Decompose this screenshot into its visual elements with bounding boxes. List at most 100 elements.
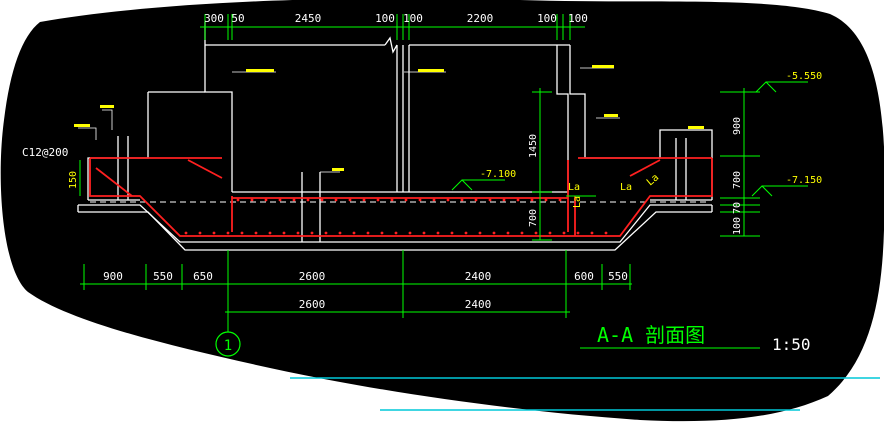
rebar-dot <box>334 198 338 202</box>
dimension-lines <box>79 14 808 349</box>
rebar-dot <box>338 231 342 235</box>
level-text: -7.100 <box>480 169 516 180</box>
rebar-dot <box>520 231 524 235</box>
dim-text: 2450 <box>295 12 322 25</box>
top-dimension-texts: 300 50 2450 100 100 2200 100 100 <box>204 12 588 25</box>
rebar-note: C12@200 <box>22 146 68 159</box>
section-title: A-A 剖面图 <box>597 323 705 347</box>
dim-text: 2200 <box>467 12 494 25</box>
rebar-dot <box>394 231 398 235</box>
rebar-dot <box>390 198 394 202</box>
rebar-dot <box>530 198 534 202</box>
rebar-dot <box>516 198 520 202</box>
rebar-dot <box>548 231 552 235</box>
dim-text: 100 <box>403 12 423 25</box>
structure-outline <box>77 22 713 251</box>
rebar-dots <box>184 198 608 235</box>
rebar-dot <box>226 231 230 235</box>
bottom-dimension-texts-row1: 900 550 650 2600 2400 600 550 <box>103 270 628 283</box>
rebar-dot <box>324 231 328 235</box>
rebar-dot <box>292 198 296 202</box>
rebar-dot <box>492 231 496 235</box>
rebar-dot <box>236 198 240 202</box>
inner-dimension-texts: 1450 700 <box>528 134 539 227</box>
section-scale: 1:50 <box>772 335 811 354</box>
rebar-dot <box>198 231 202 235</box>
dim-text: 700 <box>528 209 539 227</box>
rebar-dot <box>212 231 216 235</box>
grid-bubble-circle <box>215 331 241 357</box>
rebar-dot <box>506 231 510 235</box>
callout-marks <box>74 65 704 171</box>
rebar-dot <box>464 231 468 235</box>
rebar-dot <box>240 231 244 235</box>
rebar-dot <box>432 198 436 202</box>
rebar-dot <box>250 198 254 202</box>
rebar-dot <box>320 198 324 202</box>
right-dimension-texts: 900 700 70 100 <box>732 117 743 235</box>
rebar-dot <box>282 231 286 235</box>
dim-text: 550 <box>608 270 628 283</box>
rebar-dot <box>268 231 272 235</box>
dim-text: 700 <box>732 171 743 189</box>
dim-text: 600 <box>574 270 594 283</box>
dim-text: 2600 <box>299 270 326 283</box>
anchorage-label: La <box>572 196 583 208</box>
dim-text: 650 <box>193 270 213 283</box>
rebar-dot <box>306 198 310 202</box>
rebar-dot <box>474 198 478 202</box>
dim-text: 2600 <box>299 298 326 311</box>
rebar-dot <box>380 231 384 235</box>
rebar-dot <box>264 198 268 202</box>
rebar-dot <box>404 198 408 202</box>
dim-text: 50 <box>231 12 244 25</box>
bottom-dimension-texts-row2: 2600 2400 <box>299 298 492 311</box>
dim-text: 150 <box>68 171 79 189</box>
dim-text: 2400 <box>465 298 492 311</box>
dim-text: 300 <box>204 12 224 25</box>
dim-text: 900 <box>103 270 123 283</box>
anchorage-label: La <box>620 182 632 193</box>
rebar-dot <box>348 198 352 202</box>
rebar-dot <box>450 231 454 235</box>
rebar-dot <box>460 198 464 202</box>
rebar-dot <box>422 231 426 235</box>
dim-text: 100 <box>537 12 557 25</box>
rebar-dot <box>408 231 412 235</box>
rebar-dot <box>558 198 562 202</box>
rebar-dot <box>254 231 258 235</box>
dim-text: 100 <box>568 12 588 25</box>
rebar-dot <box>502 198 506 202</box>
anchorage-label: La <box>568 182 580 193</box>
grid-bubble-label: 1 <box>224 338 232 354</box>
rebar-dot <box>590 231 594 235</box>
rebar-dot <box>436 231 440 235</box>
dim-text: 100 <box>732 217 743 235</box>
rebar-dot <box>446 198 450 202</box>
rebar-dot <box>296 231 300 235</box>
rebar-dot <box>278 198 282 202</box>
dim-text: 2400 <box>465 270 492 283</box>
dim-text: 100 <box>375 12 395 25</box>
rebar-dot <box>544 198 548 202</box>
rebar-dot <box>310 231 314 235</box>
rebar-dot <box>576 231 580 235</box>
rebar-dot <box>478 231 482 235</box>
rebar-dot <box>376 198 380 202</box>
rebar-dot <box>184 231 188 235</box>
dim-text: 1450 <box>528 134 539 158</box>
rebar-dot <box>366 231 370 235</box>
rebar-dot <box>488 198 492 202</box>
rebar-dot <box>418 198 422 202</box>
level-text: -5.550 <box>786 71 822 82</box>
level-text: -7.150 <box>786 175 822 186</box>
rebar-dot <box>352 231 356 235</box>
rebar-dot <box>362 198 366 202</box>
rebar-dot <box>534 231 538 235</box>
rebar-dot <box>562 231 566 235</box>
dim-text: 550 <box>153 270 173 283</box>
dim-text: 70 <box>732 202 743 214</box>
rebar-dot <box>604 231 608 235</box>
